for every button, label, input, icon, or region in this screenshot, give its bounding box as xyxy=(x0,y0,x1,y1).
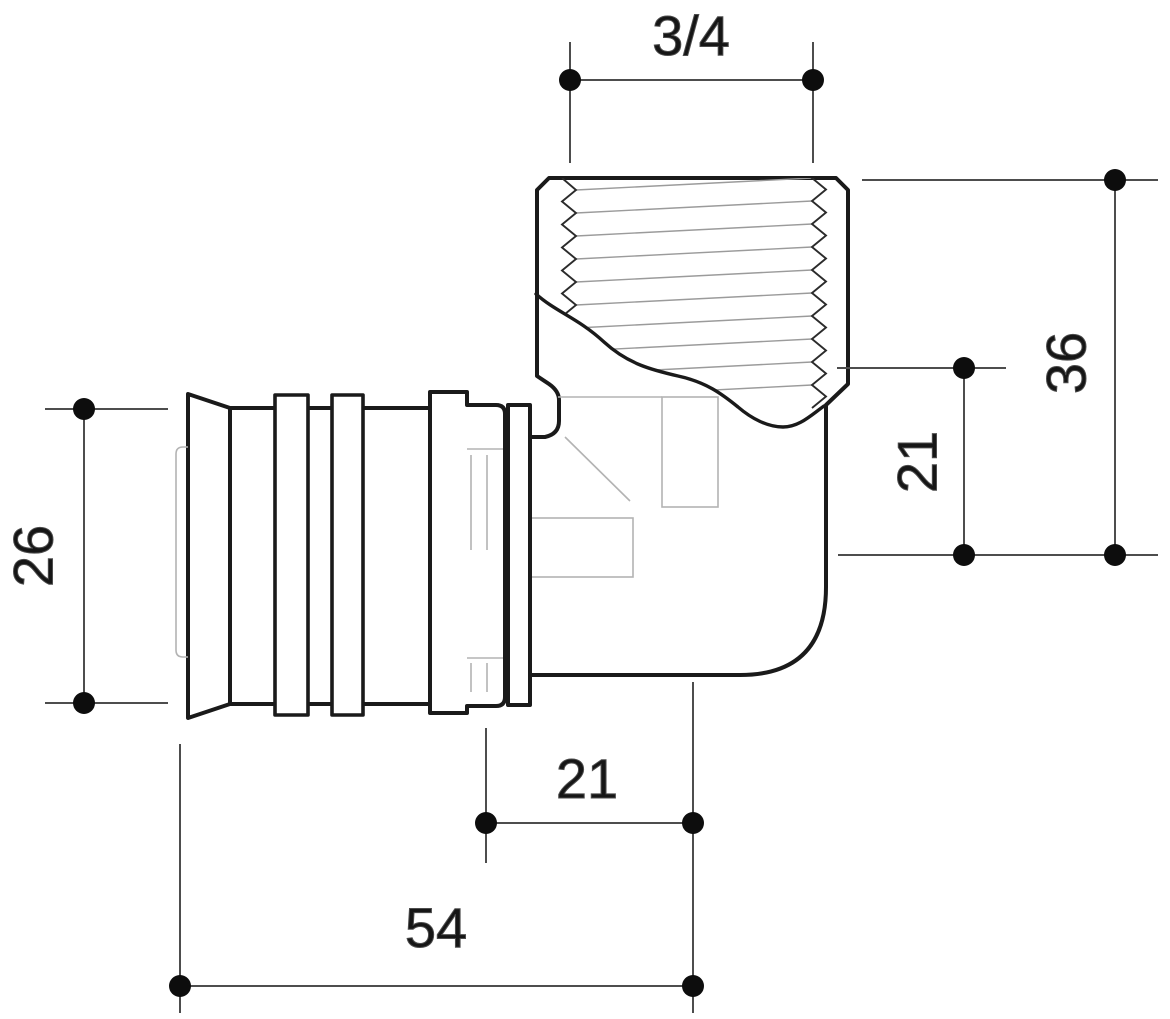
dimension-top-thread: 3/4 xyxy=(559,4,824,163)
end-block-inner-detail xyxy=(467,448,503,692)
dimension-dot xyxy=(73,398,95,420)
dimension-dot xyxy=(559,69,581,91)
female-thread-section xyxy=(560,178,828,421)
dimension-dot xyxy=(682,812,704,834)
press-ring-2 xyxy=(330,393,365,717)
press-sleeve xyxy=(175,390,532,720)
dim-label-top-thread: 3/4 xyxy=(652,4,730,67)
thread-profile-right xyxy=(810,178,828,409)
dimension-dot xyxy=(1104,169,1126,191)
dimension-dot xyxy=(73,692,95,714)
dim-label-right-height: 36 xyxy=(1035,332,1098,394)
dim-label-left-diameter: 26 xyxy=(2,525,65,587)
sleeve-flare xyxy=(186,392,232,720)
section-break-line xyxy=(534,292,826,429)
dimension-bottom-offset: 21 xyxy=(475,682,704,1013)
dimension-dot xyxy=(802,69,824,91)
dim-label-right-offset: 21 xyxy=(886,431,949,493)
dimension-dot xyxy=(682,975,704,997)
sleeve-body xyxy=(228,406,432,706)
dimension-dot xyxy=(1104,544,1126,566)
dimension-left-diameter: 26 xyxy=(1,398,168,714)
dimension-bottom-length: 54 xyxy=(169,744,704,1013)
vertical-bore xyxy=(661,396,719,508)
dimension-right-offset: 21 xyxy=(837,357,1006,566)
thread-crest-lines xyxy=(575,178,813,398)
dim-label-bottom-offset: 21 xyxy=(556,747,618,810)
dimensions: 3/4 36 21 26 xyxy=(1,4,1158,1013)
dimension-dot xyxy=(953,544,975,566)
elbow-body xyxy=(528,176,850,677)
bore-diagonal-line xyxy=(564,436,631,502)
inner-tube-end xyxy=(175,446,188,658)
dimension-right-height: 36 xyxy=(838,169,1158,566)
elbow-outline xyxy=(528,176,850,677)
dimension-dot xyxy=(169,975,191,997)
collar-band xyxy=(506,403,532,707)
dim-label-bottom-length: 54 xyxy=(405,896,467,959)
press-ring-1 xyxy=(273,393,310,717)
dimension-dot xyxy=(475,812,497,834)
dimension-dot xyxy=(953,357,975,379)
sleeve-end-block xyxy=(428,390,507,715)
